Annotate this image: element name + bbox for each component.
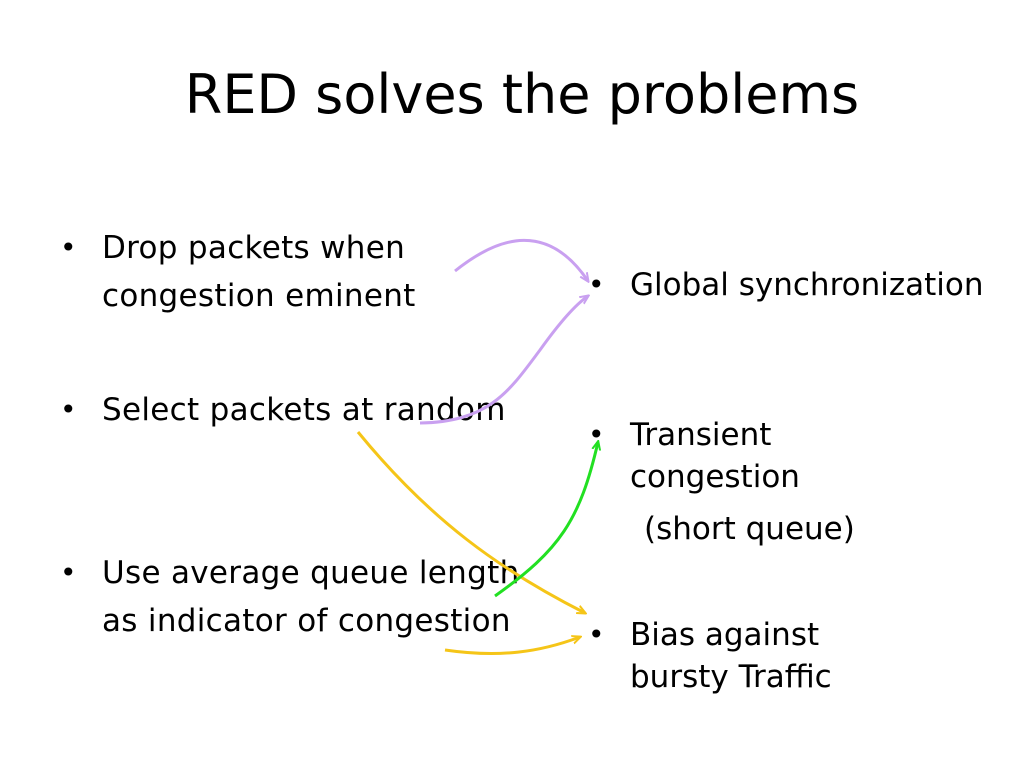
right-bullet-text: Global synchronization bbox=[630, 267, 984, 303]
right-bullet-item-global: • Global synchronization bbox=[588, 264, 1010, 306]
left-bullet-item-select: • Select packets at random bbox=[60, 386, 522, 434]
bullet-icon: • bbox=[588, 268, 605, 301]
right-bullet-item-transient: • Transient congestion (short queue) bbox=[588, 414, 890, 547]
bullet-icon: • bbox=[588, 618, 605, 651]
bullet-icon: • bbox=[60, 393, 77, 426]
right-bullet-item-bias: • Bias against bursty Traffic bbox=[588, 614, 910, 698]
left-bullet-text: Drop packets when congestion eminent bbox=[102, 230, 416, 314]
left-bullet-text: Select packets at random bbox=[102, 392, 506, 428]
left-bullet-item-average: • Use average queue length as indicator … bbox=[60, 549, 522, 645]
right-bullet-text: Bias against bursty Traffic bbox=[630, 617, 832, 695]
right-bullet-subtext: (short queue) bbox=[644, 511, 855, 547]
left-bullet-item-drop: • Drop packets when congestion eminent bbox=[60, 224, 522, 320]
bullet-icon: • bbox=[60, 231, 77, 264]
bullet-icon: • bbox=[588, 418, 605, 451]
right-bullet-text: Transient congestion bbox=[630, 417, 800, 495]
slide-title: RED solves the problems bbox=[184, 63, 860, 126]
left-bullet-text: Use average queue length as indicator of… bbox=[102, 555, 520, 639]
bullet-icon: • bbox=[60, 556, 77, 589]
